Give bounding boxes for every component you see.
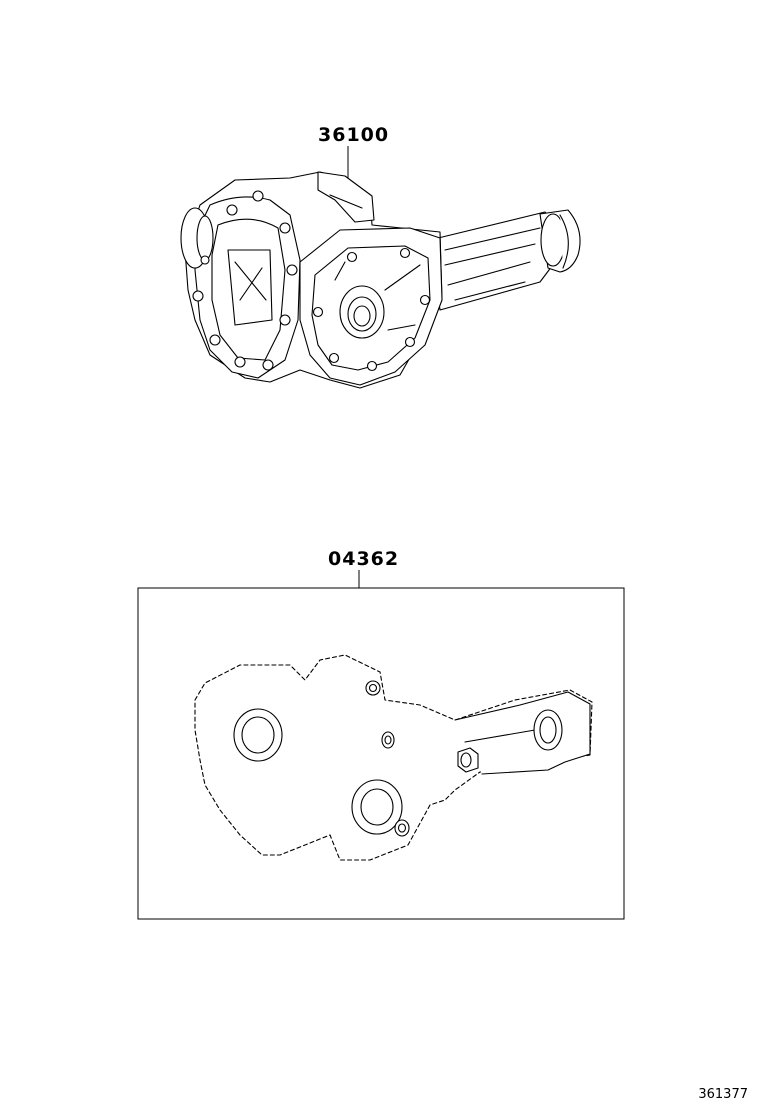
- differential-assembly-drawing: [180, 171, 581, 389]
- figure-id: 361377: [698, 1087, 748, 1102]
- gasket-kit-drawing: [194, 654, 593, 861]
- part-number-04362: 04362: [328, 548, 400, 570]
- part-number-36100: 36100: [318, 124, 390, 146]
